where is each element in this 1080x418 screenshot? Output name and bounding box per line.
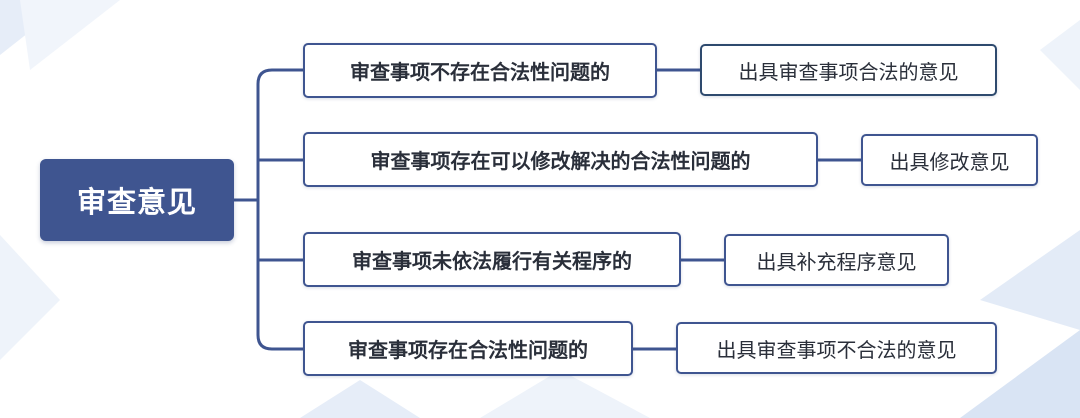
condition-node-3: 审查事项未依法履行有关程序的 bbox=[303, 232, 681, 287]
root-label: 审查意见 bbox=[76, 185, 197, 219]
result-node-2: 出具修改意见 bbox=[861, 134, 1038, 186]
condition-label: 审查事项存在可以修改解决的合法性问题的 bbox=[370, 149, 751, 173]
condition-label: 审查事项存在合法性问题的 bbox=[348, 338, 588, 362]
root-node: 审查意见 bbox=[40, 159, 234, 241]
result-node-4: 出具审查事项不合法的意见 bbox=[676, 322, 997, 374]
condition-node-2: 审查事项存在可以修改解决的合法性问题的 bbox=[303, 132, 818, 187]
condition-node-4: 审查事项存在合法性问题的 bbox=[303, 321, 633, 376]
condition-node-1: 审查事项不存在合法性问题的 bbox=[303, 43, 657, 98]
result-label: 出具补充程序意见 bbox=[756, 249, 917, 274]
result-node-1: 出具审查事项合法的意见 bbox=[700, 44, 997, 96]
result-label: 出具审查事项合法的意见 bbox=[738, 59, 959, 84]
condition-label: 审查事项未依法履行有关程序的 bbox=[352, 249, 632, 273]
result-node-3: 出具补充程序意见 bbox=[724, 234, 949, 286]
result-label: 出具审查事项不合法的意见 bbox=[716, 337, 957, 362]
result-label: 出具修改意见 bbox=[889, 149, 1010, 174]
condition-label: 审查事项不存在合法性问题的 bbox=[350, 60, 610, 84]
